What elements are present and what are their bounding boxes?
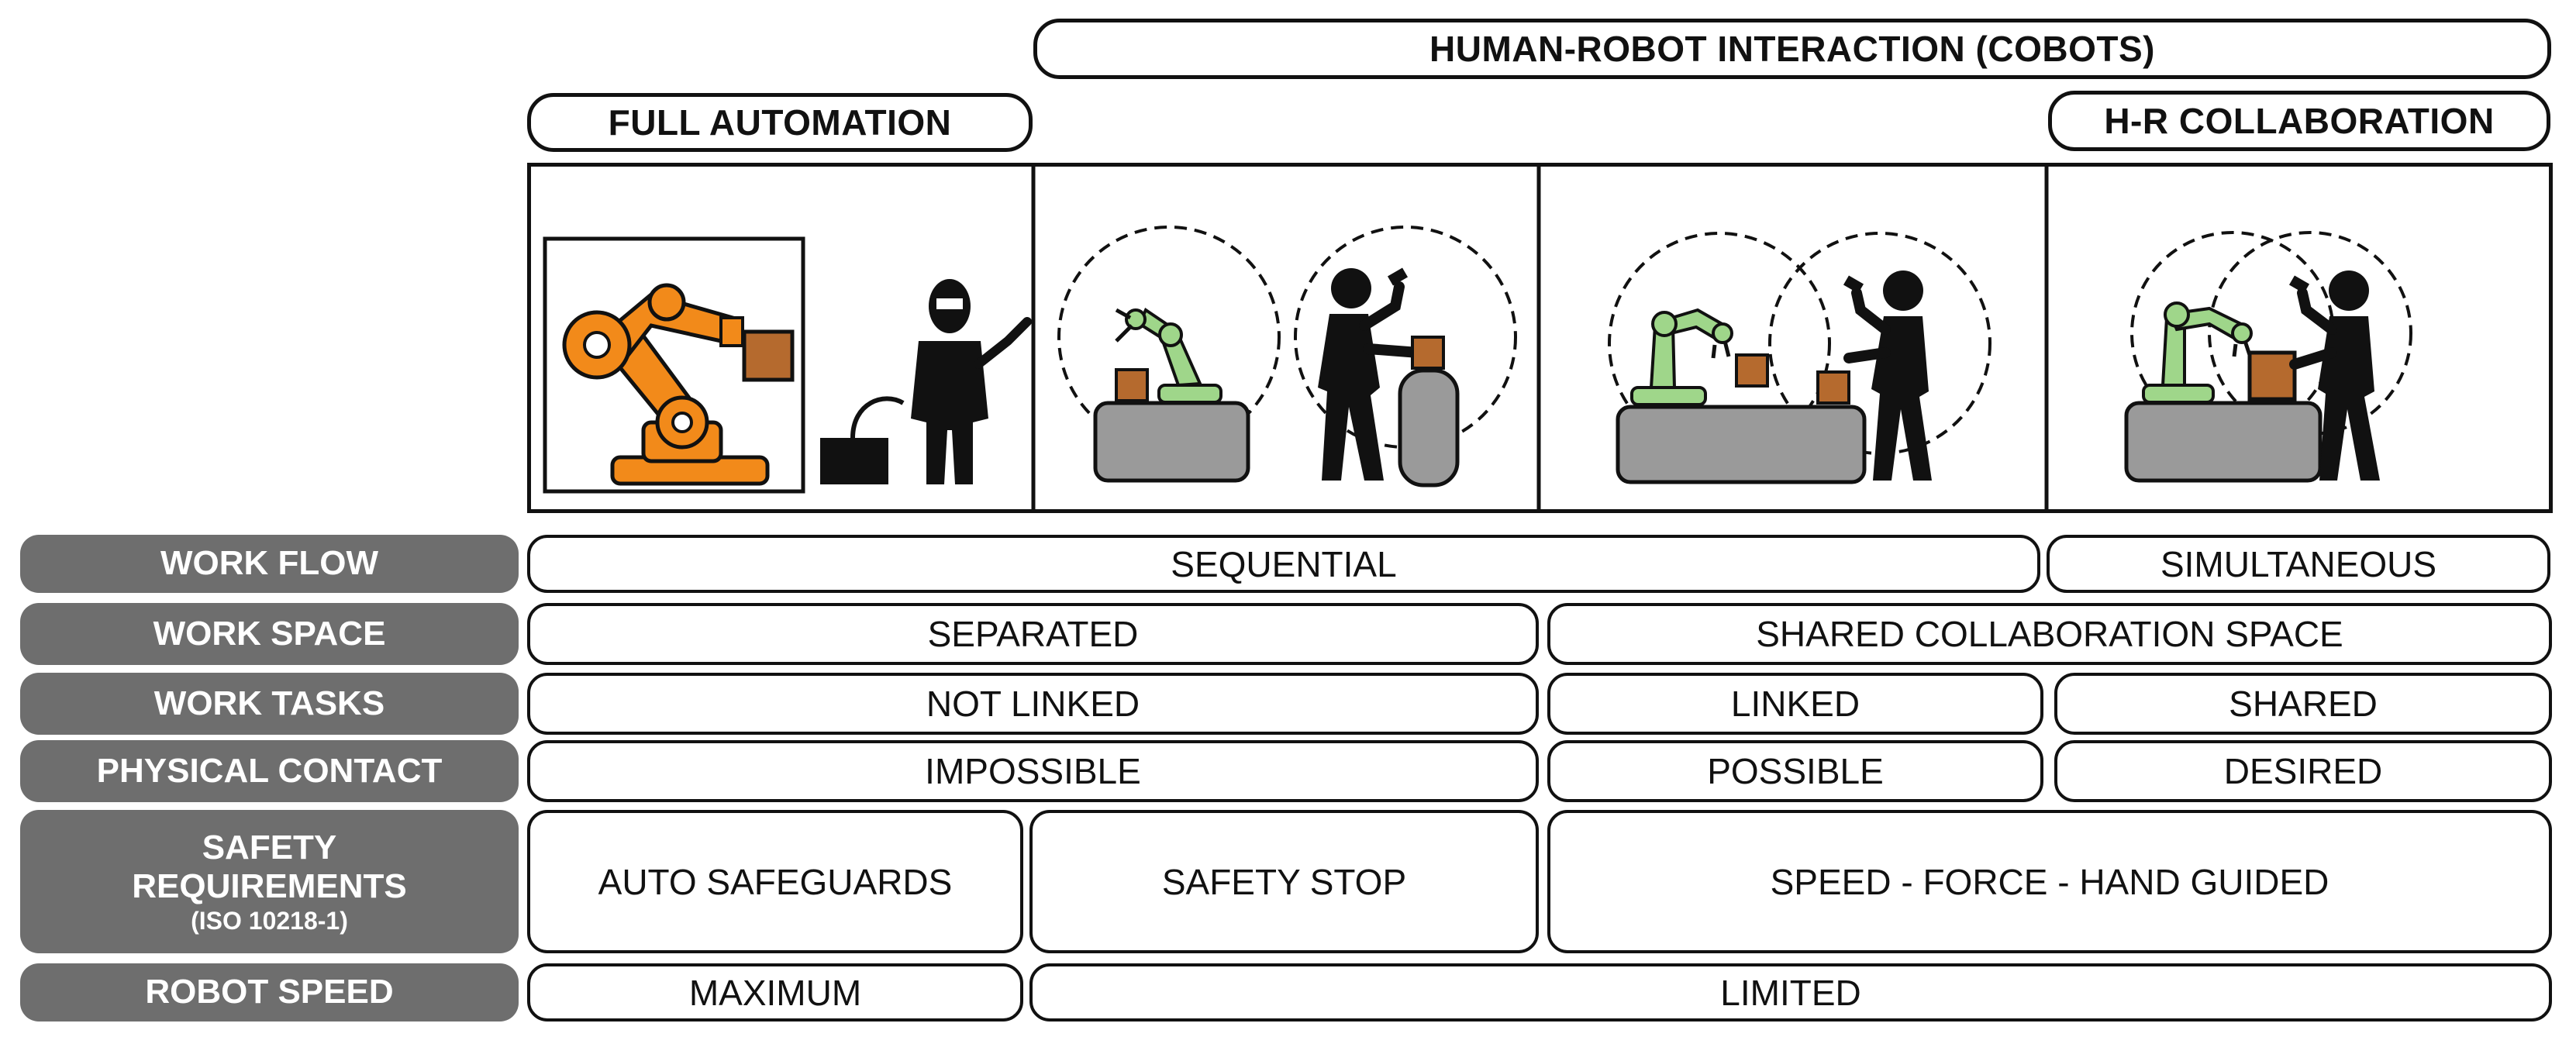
box-icon <box>1735 353 1769 388</box>
panel-coexistence <box>1057 226 1517 487</box>
cobot-arm-icon <box>1115 308 1222 404</box>
cell-text: AUTO SAFEGUARDS <box>598 861 953 902</box>
industrial-robot-arm-icon <box>562 283 770 486</box>
cell-physical-contact-desired: DESIRED <box>2054 740 2552 802</box>
cell-text: MAXIMUM <box>688 972 862 1013</box>
cell-text: SAFETY STOP <box>1161 861 1407 902</box>
cell-physical-contact-impossible: IMPOSSIBLE <box>527 740 1539 802</box>
cell-text: SEQUENTIAL <box>1171 543 1397 584</box>
cell-robot-speed-limited: LIMITED <box>1029 963 2552 1021</box>
row-label-physical-contact-text: PHYSICAL CONTACT <box>96 751 443 790</box>
box-icon <box>1816 370 1850 405</box>
row-label-work-tasks: WORK TASKS <box>20 673 519 735</box>
row-label-work-space: WORK SPACE <box>20 603 519 665</box>
worker-icon <box>2288 270 2380 481</box>
row-label-robot-speed-text: ROBOT SPEED <box>145 973 394 1011</box>
cell-safety-auto-safeguards: AUTO SAFEGUARDS <box>527 810 1023 953</box>
cell-safety-speed-force: SPEED - FORCE - HAND GUIDED <box>1547 810 2552 953</box>
cell-work-tasks-linked: LINKED <box>1547 673 2043 735</box>
header-cobots-text: HUMAN-ROBOT INTERACTION (COBOTS) <box>1429 29 2155 69</box>
header-full-automation-text: FULL AUTOMATION <box>608 102 952 143</box>
row-label-safety: SAFETY REQUIREMENTS (ISO 10218-1) <box>20 810 519 953</box>
row-label-work-space-text: WORK SPACE <box>153 614 386 653</box>
cobot-arm-icon <box>2142 301 2253 404</box>
cell-text: IMPOSSIBLE <box>925 751 1141 791</box>
welder-icon <box>820 279 1032 484</box>
cell-text: SHARED COLLABORATION SPACE <box>1756 614 2343 654</box>
box-icon <box>1411 336 1445 370</box>
cell-text: SEPARATED <box>927 614 1139 654</box>
row-label-physical-contact: PHYSICAL CONTACT <box>20 740 519 802</box>
box-icon <box>1115 368 1149 402</box>
workbench-icon <box>1093 401 1250 483</box>
header-cobots: HUMAN-ROBOT INTERACTION (COBOTS) <box>1033 19 2551 79</box>
header-hr-collaboration-text: H-R COLLABORATION <box>2104 101 2495 141</box>
workbench-icon <box>1616 405 1867 484</box>
row-label-work-flow-text: WORK FLOW <box>160 544 379 583</box>
worker-icon <box>1843 270 1932 481</box>
cell-work-space-separated: SEPARATED <box>527 603 1539 665</box>
header-hr-collaboration: H-R COLLABORATION <box>2048 91 2550 151</box>
cell-work-tasks-shared: SHARED <box>2054 673 2552 735</box>
cell-text: LIMITED <box>1720 972 1861 1013</box>
cell-text: DESIRED <box>2223 751 2383 791</box>
cell-text: SPEED - FORCE - HAND GUIDED <box>1770 861 2329 902</box>
row-label-safety-standard: (ISO 10218-1) <box>191 906 348 935</box>
cobot-arm-icon <box>1630 308 1733 406</box>
cell-text: LINKED <box>1730 684 1860 724</box>
cell-robot-speed-maximum: MAXIMUM <box>527 963 1023 1021</box>
cell-physical-contact-possible: POSSIBLE <box>1547 740 2043 802</box>
row-label-safety-line2: REQUIREMENTS <box>132 867 407 906</box>
box-icon <box>742 329 795 382</box>
panel-cooperation <box>1608 232 1991 484</box>
header-full-automation: FULL AUTOMATION <box>527 93 1033 152</box>
gas-cylinder <box>1398 368 1460 487</box>
cell-work-flow-sequential: SEQUENTIAL <box>527 535 2040 593</box>
row-label-work-tasks-text: WORK TASKS <box>153 684 385 722</box>
cell-text: SHARED <box>2229 684 2378 724</box>
worker-icon <box>1318 267 1424 481</box>
row-label-robot-speed: ROBOT SPEED <box>20 963 519 1021</box>
panel-full-automation <box>543 236 1032 494</box>
box-icon <box>2247 350 2297 401</box>
cell-text: SIMULTANEOUS <box>2160 543 2437 584</box>
workbench-icon <box>2124 401 2323 483</box>
cell-text: NOT LINKED <box>926 684 1140 724</box>
cell-work-flow-simultaneous: SIMULTANEOUS <box>2047 535 2550 593</box>
cell-work-space-shared: SHARED COLLABORATION SPACE <box>1547 603 2552 665</box>
cell-work-tasks-not-linked: NOT LINKED <box>527 673 1539 735</box>
cell-safety-stop: SAFETY STOP <box>1029 810 1539 953</box>
row-label-work-flow: WORK FLOW <box>20 535 519 593</box>
cell-text: POSSIBLE <box>1707 751 1884 791</box>
row-label-safety-line1: SAFETY <box>202 828 337 866</box>
panel-collaboration <box>2124 231 2412 483</box>
